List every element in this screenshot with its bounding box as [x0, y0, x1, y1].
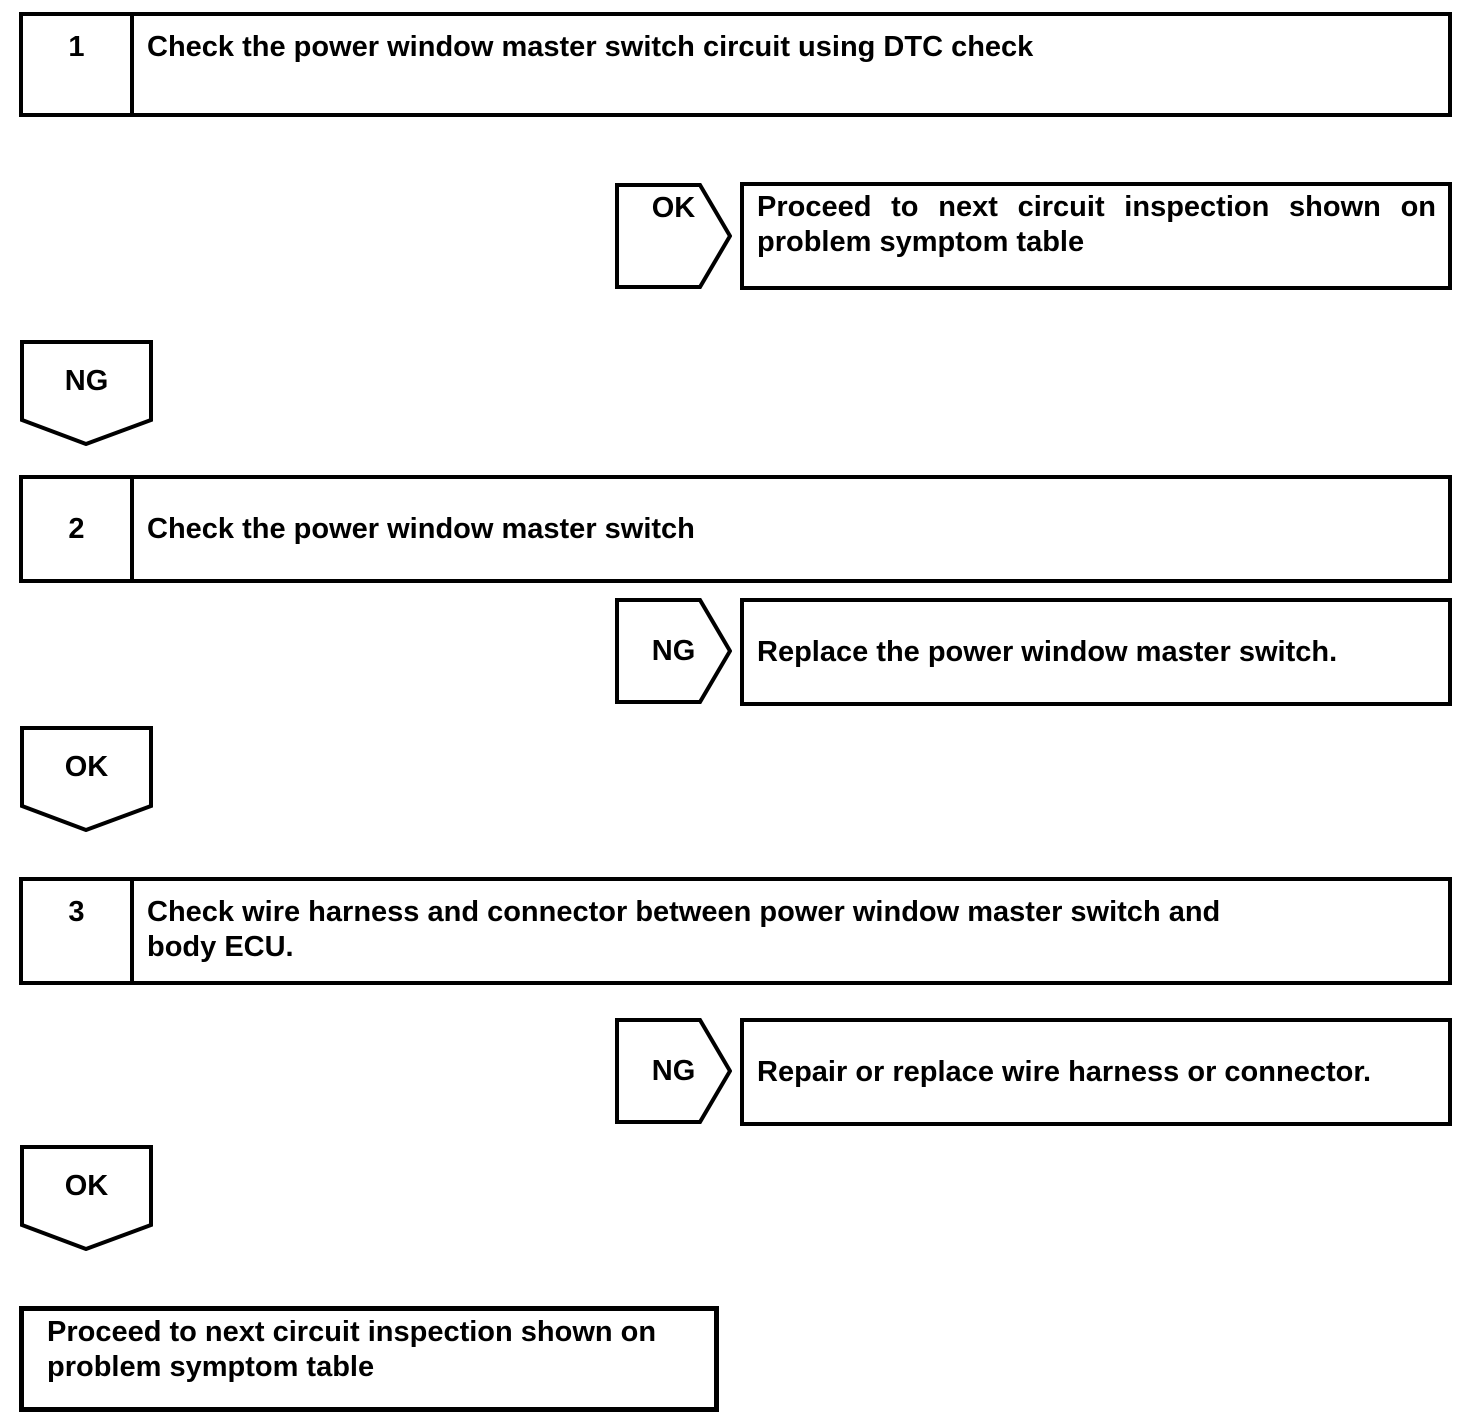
- result-3-line-1: Repair or replace wire harness or connec…: [757, 1055, 1372, 1088]
- step-2-description-line-1: Check the power window master switch: [147, 512, 695, 545]
- step-3-box: 3 Check wire harness and connector betwe…: [19, 877, 1452, 985]
- terminal-box: Proceed to next circuit inspection shown…: [19, 1306, 719, 1412]
- step-3-number: 3: [68, 896, 85, 928]
- right-arrow-pentagon-icon: [615, 1018, 732, 1124]
- step-2-box: 2 Check the power window master switch: [19, 475, 1452, 583]
- down-arrow-pentagon-icon: [20, 340, 153, 446]
- terminal-line-1: Proceed to next circuit inspection shown…: [47, 1316, 657, 1348]
- result-1-line-1: Proceed to next circuit inspection shown…: [757, 191, 1436, 223]
- right-arrow-pentagon-icon: [615, 598, 732, 704]
- down-arrow-pentagon-icon: [20, 726, 153, 832]
- ng-connector-1-label: NG: [64, 365, 109, 397]
- step-1-number-cell: 1: [23, 16, 134, 113]
- ok-branch-arrow-1: OK: [615, 183, 732, 289]
- result-box-3: Repair or replace wire harness or connec…: [740, 1018, 1452, 1126]
- ok-connector-arrow-down-1: OK: [20, 726, 153, 832]
- step-1-number: 1: [68, 31, 85, 63]
- step-2-number-cell: 2: [23, 479, 134, 579]
- step-3-description-line-1: Check wire harness and connector between…: [147, 896, 1221, 928]
- step-3-description: Check wire harness and connector between…: [134, 881, 1448, 981]
- ng-branch-arrow-2-label: NG: [651, 635, 696, 667]
- ok-connector-arrow-down-2: OK: [20, 1145, 153, 1251]
- step-1-description-line-1: Check the power window master switch cir…: [147, 31, 1034, 63]
- step-2-number: 2: [68, 512, 85, 545]
- ng-branch-arrow-3-label: NG: [651, 1055, 696, 1087]
- step-2-description: Check the power window master switch: [134, 479, 1448, 579]
- ng-connector-arrow-down-1: NG: [20, 340, 153, 446]
- ok-connector-1-label: OK: [64, 751, 109, 783]
- result-box-1: Proceed to next circuit inspection shown…: [740, 182, 1452, 290]
- result-2-line-1: Replace the power window master switch.: [757, 635, 1338, 668]
- terminal-line-2: problem symptom table: [47, 1351, 375, 1383]
- right-arrow-pentagon-icon: [615, 183, 732, 289]
- ng-branch-arrow-3: NG: [615, 1018, 732, 1124]
- result-1-line-2: problem symptom table: [757, 226, 1085, 258]
- result-box-2: Replace the power window master switch.: [740, 598, 1452, 706]
- step-1-description: Check the power window master switch cir…: [134, 16, 1448, 113]
- ok-connector-2-label: OK: [64, 1170, 109, 1202]
- step-3-number-cell: 3: [23, 881, 134, 981]
- step-1-box: 1 Check the power window master switch c…: [19, 12, 1452, 117]
- ok-branch-arrow-1-label: OK: [651, 192, 696, 224]
- ng-branch-arrow-2: NG: [615, 598, 732, 704]
- down-arrow-pentagon-icon: [20, 1145, 153, 1251]
- step-3-description-line-2: body ECU.: [147, 931, 294, 963]
